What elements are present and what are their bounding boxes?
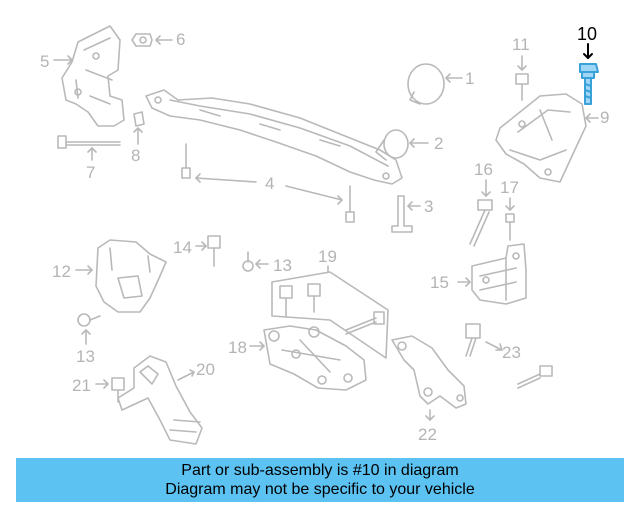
callout-10: 10 (577, 24, 598, 44)
part-19-group[interactable] (271, 265, 389, 359)
part-3-stud[interactable] (391, 195, 421, 233)
callout-16: 16 (474, 160, 493, 179)
callout-20: 20 (196, 360, 215, 379)
callout-14: 14 (173, 238, 192, 257)
part-23-bolts[interactable] (465, 323, 553, 389)
part-7-bolt[interactable] (57, 135, 121, 161)
callout-19: 19 (318, 247, 337, 266)
info-banner: Part or sub-assembly is #10 in diagram D… (16, 458, 624, 502)
callout-2: 2 (434, 134, 444, 153)
callout-3: 3 (424, 197, 434, 216)
part-20-mount[interactable] (117, 355, 203, 445)
diagram-drawing (53, 25, 599, 445)
part-10-bolt[interactable] (579, 43, 599, 105)
callout-1: 1 (465, 69, 475, 88)
callout-13-lower: 13 (76, 347, 95, 366)
callout-15: 15 (430, 273, 449, 292)
part-13-bolts[interactable] (77, 251, 269, 345)
callout-21: 21 (72, 376, 91, 395)
part-11-bolt[interactable] (515, 55, 529, 101)
callout-7: 7 (86, 163, 96, 182)
callout-5: 5 (40, 52, 50, 71)
callout-9: 9 (600, 108, 610, 127)
callout-18: 18 (228, 338, 247, 357)
parts-diagram: 5 6 8 7 4 2 3 1 11 10 9 16 17 15 12 14 1… (40, 24, 610, 445)
banner-line-2: Diagram may not be specific to your vehi… (165, 481, 475, 498)
callout-11: 11 (512, 35, 530, 54)
callout-4: 4 (265, 174, 275, 193)
part-2-mount[interactable] (375, 129, 429, 161)
callout-22: 22 (418, 425, 437, 444)
part-4-crossmember[interactable] (145, 89, 403, 185)
part-17-stud[interactable] (505, 197, 515, 241)
callout-17: 17 (500, 178, 519, 197)
part-15-bracket[interactable] (457, 243, 527, 305)
part-4-bolts[interactable] (181, 143, 355, 223)
part-9-mount[interactable] (495, 93, 599, 183)
part-6-nut[interactable] (131, 33, 173, 47)
banner-line-1: Part or sub-assembly is #10 in diagram (181, 462, 459, 479)
callout-8: 8 (131, 146, 141, 165)
part-22-bracket[interactable] (391, 335, 467, 421)
part-14-bolt[interactable] (195, 235, 221, 267)
part-5-bracket[interactable] (61, 25, 125, 127)
part-12-mount[interactable] (75, 239, 167, 313)
callout-6: 6 (176, 30, 186, 49)
callout-23: 23 (502, 343, 521, 362)
part-21-bolt[interactable] (95, 377, 125, 403)
part-16-bolt[interactable] (469, 179, 493, 247)
part-8-clip[interactable] (133, 111, 145, 145)
part-18-bracket[interactable] (249, 325, 367, 391)
callout-13-upper: 13 (273, 256, 292, 275)
part-1-mount[interactable] (407, 63, 463, 105)
callout-12: 12 (52, 262, 71, 281)
